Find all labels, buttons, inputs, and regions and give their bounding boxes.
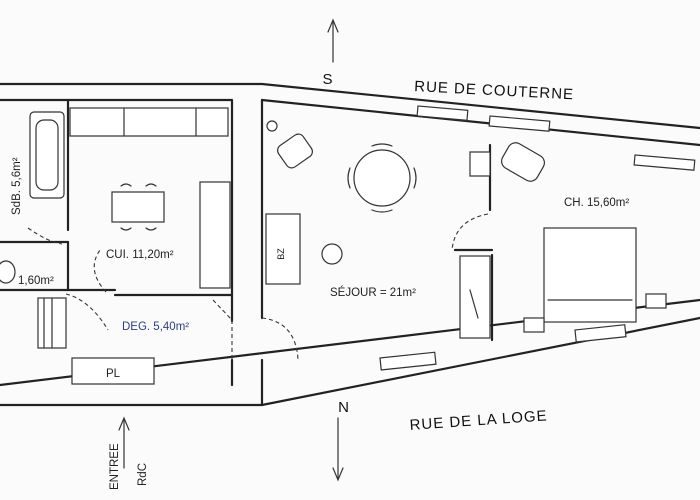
shower-tray: [37, 297, 67, 349]
room-label-cupboard: PL: [106, 368, 121, 380]
window-south-2: [574, 324, 627, 343]
room-label-wc: 1,60m²: [18, 275, 54, 287]
bedside-lamp: [469, 151, 491, 177]
exterior-walls: [0, 82, 700, 407]
north-arrow-top: [327, 18, 339, 63]
room-label-bathroom: SdB. 5,6m²: [11, 157, 23, 215]
bathtub: [29, 111, 65, 199]
south-street-name: RUE DE LA LOGE: [409, 407, 548, 434]
window-north-2: [488, 115, 551, 132]
nightstand-right: [645, 293, 667, 309]
kitchen-counter-top: [69, 107, 229, 137]
room-label-hallway: DEG. 5,40m²: [122, 321, 189, 333]
top-orientation-marker: S: [322, 71, 333, 88]
side-table: [321, 243, 343, 265]
armchair-bedroom: [501, 142, 545, 182]
kitchen-table: [111, 183, 165, 231]
kitchen-counters: [69, 107, 231, 289]
window-south-1: [379, 351, 437, 371]
sofa-label: BZ: [276, 248, 286, 260]
entrance-arrow: [118, 416, 130, 469]
entrance-label: ENTREE: [109, 443, 121, 490]
lamp-icon: [266, 120, 278, 132]
double-bed: [543, 227, 637, 323]
north-street-name: RUE DE COUTERNE: [414, 78, 575, 103]
room-label-kitchen: CUI. 11,20m²: [106, 249, 174, 261]
cupboard-box: [71, 357, 155, 385]
window-north-1: [416, 105, 469, 121]
bottom-orientation-marker: N: [338, 399, 350, 416]
armchair-living: [277, 133, 313, 169]
wardrobe: [459, 255, 491, 339]
window-north-3: [633, 154, 696, 171]
kitchen-counter-side: [199, 181, 231, 289]
room-label-bedroom: CH. 15,60m²: [564, 197, 629, 209]
nightstand-left: [523, 317, 545, 333]
toilet: [0, 260, 16, 284]
dining-table: [347, 143, 417, 213]
room-label-living: SÉJOUR = 21m²: [330, 286, 416, 299]
sofa: BZ: [265, 213, 301, 285]
door-swings: [27, 213, 489, 361]
north-arrow-bottom: [332, 417, 344, 482]
entrance-floor-label: RdC: [137, 463, 149, 486]
